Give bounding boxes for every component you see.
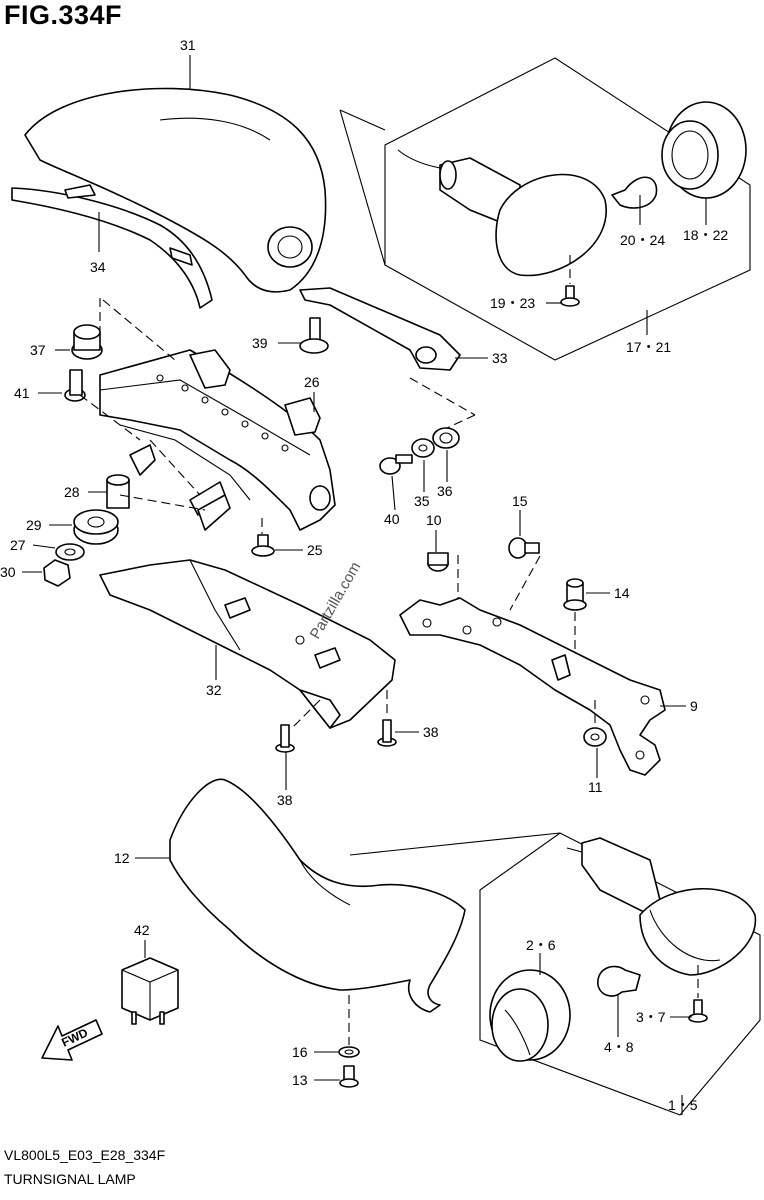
- leader-lines: [22, 55, 707, 1115]
- callout-38-right: 38: [423, 724, 439, 740]
- callout-42: 42: [134, 922, 150, 938]
- rivet-38-drawing: [275, 719, 397, 753]
- washer-16-drawing: [338, 1046, 360, 1058]
- screw-15-drawing: [508, 537, 540, 559]
- fwd-arrow: FWD: [41, 1019, 103, 1061]
- nut-11-drawing: [583, 727, 607, 747]
- callout-31: 31: [180, 37, 196, 53]
- callout-15: 15: [512, 493, 528, 509]
- callout-30: 30: [0, 564, 16, 580]
- inset-box-front-signal: [349, 832, 761, 1116]
- collar-36-drawing: [432, 427, 460, 449]
- inset-box-rear-signal: [339, 57, 751, 361]
- bracket-33-drawing: [299, 287, 461, 371]
- callout-labels: 31 34 37 41 39 26 33 28 29 27 30 25 40 3…: [0, 37, 728, 1113]
- front-signal-bulb-drawing: [597, 965, 641, 997]
- nut-30-drawing: [43, 559, 71, 587]
- figure-code: VL800L5_E03_E28_334F: [4, 1147, 166, 1163]
- callout-20-24: 20・24: [620, 232, 665, 248]
- callout-3-7: 3・7: [636, 1009, 666, 1025]
- callout-32: 32: [206, 682, 222, 698]
- callout-1-5: 1・5: [668, 1097, 698, 1113]
- callout-19-23: 19・23: [490, 295, 535, 311]
- collar-14-drawing: [563, 578, 587, 611]
- grommet-29-drawing: [73, 509, 119, 545]
- washer-35-drawing: [411, 438, 435, 458]
- callout-17-21: 17・21: [626, 339, 671, 355]
- nut-10-drawing: [427, 552, 449, 572]
- washer-27-drawing: [55, 543, 85, 561]
- callout-27: 27: [10, 537, 26, 553]
- callout-14: 14: [614, 585, 630, 601]
- bolt-41-drawing: [64, 369, 86, 402]
- callout-25: 25: [307, 542, 323, 558]
- plate-34-drawing: [11, 184, 213, 309]
- callout-36: 36: [437, 483, 453, 499]
- callout-16: 16: [292, 1044, 308, 1060]
- callout-40: 40: [384, 511, 400, 527]
- front-signal-lens-drawing: [489, 969, 571, 1062]
- cover-31-drawing: [24, 87, 327, 293]
- callout-38-left: 38: [277, 792, 293, 808]
- callout-26: 26: [304, 374, 320, 390]
- figure-title: FIG.334F: [4, 0, 123, 30]
- screw-13-drawing: [339, 1065, 359, 1088]
- rear-signal-housing-drawing: [397, 149, 607, 277]
- bracket-9-drawing: [399, 597, 666, 776]
- callout-13: 13: [292, 1072, 308, 1088]
- callout-34: 34: [90, 259, 106, 275]
- callout-28: 28: [64, 484, 80, 500]
- callout-2-6: 2・6: [526, 937, 556, 953]
- front-signal-housing-drawing: [566, 837, 757, 976]
- callout-10: 10: [426, 512, 442, 528]
- callout-4-8: 4・8: [604, 1039, 634, 1055]
- callout-12: 12: [114, 850, 130, 866]
- front-signal-screw-drawing: [688, 999, 708, 1023]
- bolt-39-drawing: [299, 317, 329, 354]
- dashed-alignment-lines: [79, 255, 699, 1045]
- rear-signal-lens-drawing: [661, 101, 747, 199]
- cover-12-drawing: [169, 778, 466, 1013]
- screw-25-drawing: [251, 534, 275, 557]
- callout-37: 37: [30, 342, 46, 358]
- callout-29: 29: [26, 517, 42, 533]
- bolt-40-drawing: [379, 454, 413, 475]
- grommet-37-drawing: [71, 324, 103, 360]
- callout-18-22: 18・22: [683, 227, 728, 243]
- callout-33: 33: [492, 350, 508, 366]
- callout-41: 41: [14, 385, 30, 401]
- callout-11: 11: [588, 779, 603, 795]
- bracket-26-drawing: [99, 349, 336, 531]
- rear-signal-bulb-drawing: [611, 176, 658, 209]
- figure-name: TURNSIGNAL LAMP: [4, 1171, 136, 1187]
- rear-signal-screw-drawing: [560, 285, 580, 307]
- callout-35: 35: [414, 493, 430, 509]
- relay-42-drawing: [121, 957, 179, 1025]
- bracket-32-drawing: [99, 559, 396, 729]
- spacer-28-drawing: [106, 474, 130, 509]
- callout-9: 9: [690, 698, 698, 714]
- callout-39: 39: [252, 335, 268, 351]
